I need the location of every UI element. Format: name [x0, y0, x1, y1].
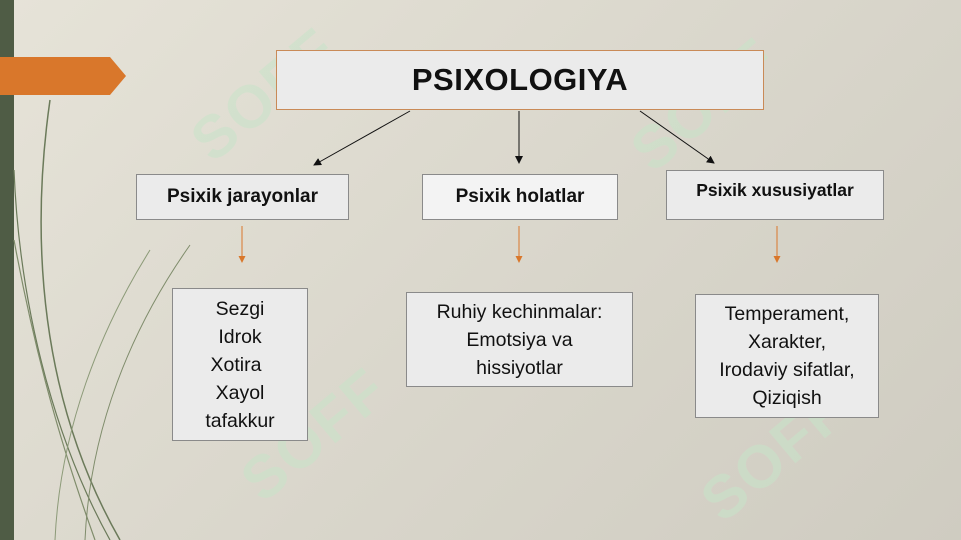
- list-item: Xayol: [215, 381, 265, 404]
- list-item: Xarakter,: [747, 331, 827, 353]
- list-box-xususiyatlar: Temperament, Xarakter, Irodaviy sifatlar…: [695, 294, 879, 418]
- list-item: Xotira: [210, 353, 262, 376]
- list-item: Emotsiya va: [466, 328, 573, 351]
- category-box-xususiyatlar: Psixik xususiyatlar: [666, 170, 884, 220]
- list-item: Sezgi: [215, 297, 265, 320]
- left-accent-bar: [0, 0, 14, 540]
- list-item: Irodaviy sifatlar,: [719, 359, 855, 381]
- list-box-jarayonlar: Sezgi Idrok Xotira Xayol tafakkur: [172, 288, 308, 441]
- list-item: Ruhiy kechinmalar:: [436, 300, 603, 323]
- category-box-jarayonlar: Psixik jarayonlar: [136, 174, 349, 220]
- arrow-to-xususiyatlar: [639, 110, 715, 164]
- category-label: Psixik holatlar: [455, 186, 585, 207]
- category-box-holatlar: Psixik holatlar: [422, 174, 618, 220]
- list-item: Temperament,: [724, 303, 850, 325]
- title-box: PSIXOLOGIYA: [276, 50, 764, 110]
- list-box-holatlar: Ruhiy kechinmalar: Emotsiya va hissiyotl…: [406, 292, 633, 387]
- list-item: hissiyotlar: [476, 356, 563, 379]
- list-item: Qiziqish: [752, 387, 822, 409]
- category-label: Psixik xususiyatlar: [696, 180, 854, 200]
- diagram-title: PSIXOLOGIYA: [411, 62, 629, 97]
- arrow-to-jarayonlar: [313, 110, 411, 166]
- list-item: tafakkur: [205, 409, 275, 432]
- list-item: Idrok: [218, 325, 262, 348]
- category-label: Psixik jarayonlar: [166, 186, 319, 207]
- orange-arrow-tab: [0, 57, 126, 95]
